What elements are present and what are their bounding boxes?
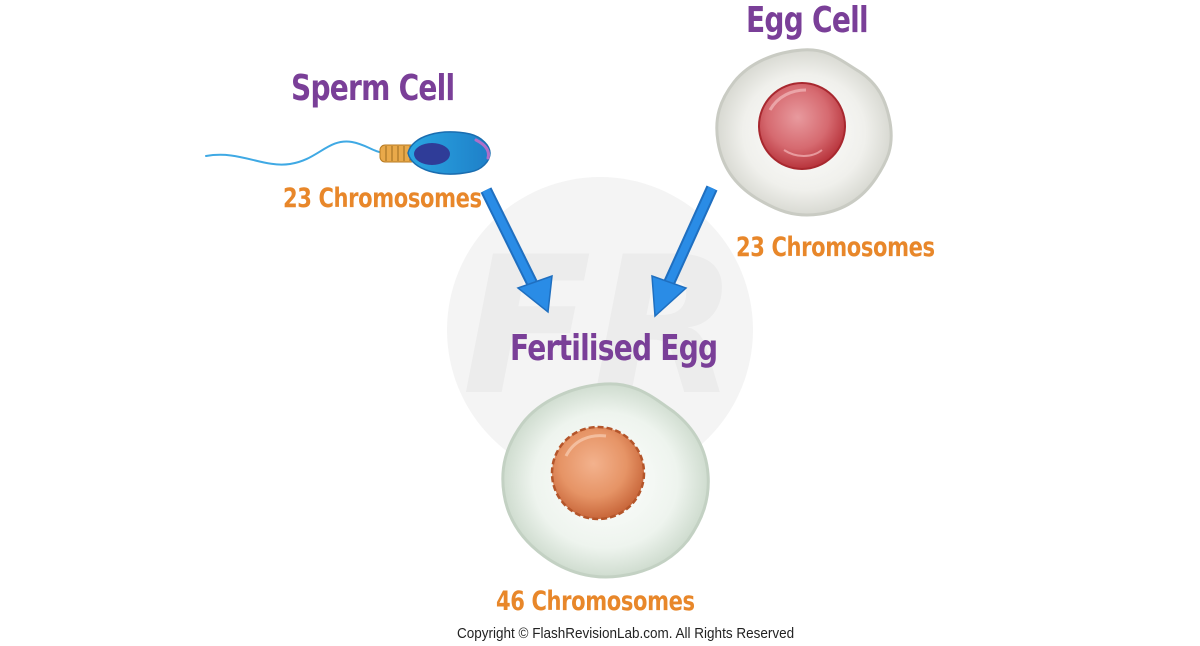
sperm-cell-icon (205, 131, 491, 175)
egg-cell-title: Egg Cell (746, 0, 869, 41)
sperm-chromosome-count: 23 Chromosomes (283, 183, 482, 214)
egg-chromosome-count: 23 Chromosomes (736, 232, 935, 263)
egg-cell-icon (715, 48, 893, 217)
fertilised-egg-title: Fertilised Egg (510, 328, 718, 369)
fertilised-chromosome-count: 46 Chromosomes (496, 586, 695, 617)
sperm-cell-title: Sperm Cell (291, 68, 455, 109)
arrow-down-left-icon (651, 185, 718, 318)
copyright-notice: Copyright © FlashRevisionLab.com. All Ri… (457, 625, 795, 642)
fertilised-egg-icon (501, 382, 710, 579)
arrow-down-right-icon (480, 187, 553, 314)
